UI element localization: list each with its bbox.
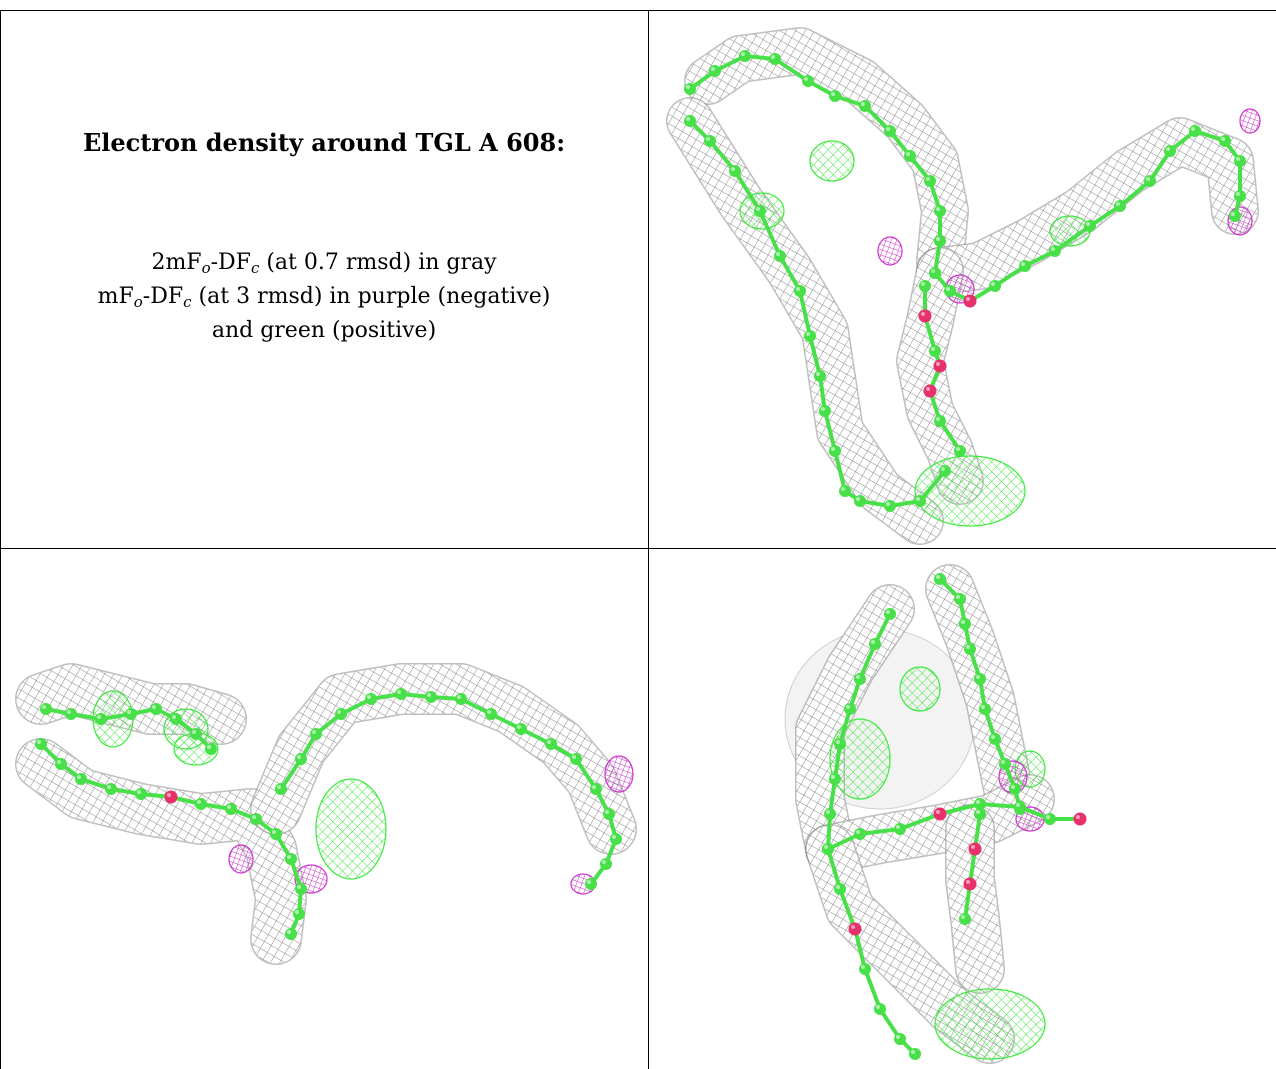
caption-title: Electron density around TGL A 608: <box>82 128 566 157</box>
table-border-top <box>0 10 1276 11</box>
molecule-view-icon <box>784 564 1087 1064</box>
caption-line-green: and green (positive) <box>211 318 437 343</box>
caption-cell: Electron density around TGL A 608: 2mFo-… <box>0 0 648 548</box>
caption-line-purple: mFo-DFc (at 3 rmsd) in purple (negative) <box>97 284 551 311</box>
caption-description: 2mFo-DFc (at 0.7 rmsd) in gray mFo-DFc (… <box>0 246 648 348</box>
view-top-right <box>650 11 1276 548</box>
caption-line-gray: 2mFo-DFc (at 0.7 rmsd) in gray <box>151 250 497 277</box>
view-bottom-left <box>1 549 648 1069</box>
molecule-view-icon <box>666 27 1261 545</box>
table-divider-vertical <box>648 10 649 1069</box>
table-divider-horizontal <box>0 548 1276 549</box>
table-border-left <box>0 10 1 1069</box>
view-bottom-right <box>650 549 1276 1069</box>
molecule-view-icon <box>15 663 637 965</box>
